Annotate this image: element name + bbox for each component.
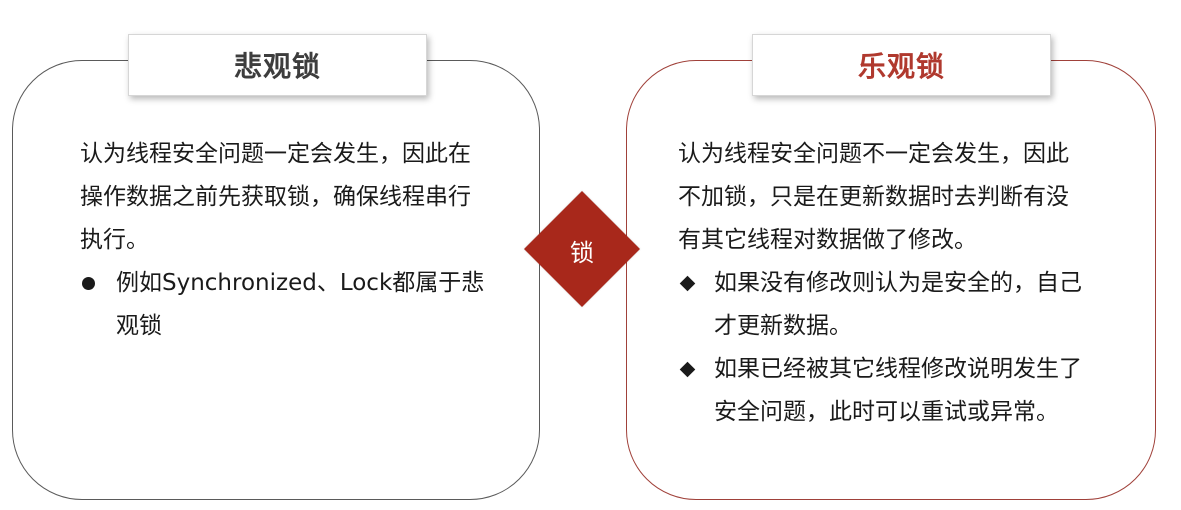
bullet-dot-icon bbox=[82, 277, 95, 290]
lock-diamond-label: 锁 bbox=[570, 238, 594, 267]
optimistic-lock-title: 乐观锁 bbox=[752, 34, 1051, 96]
list-item: 如果已经被其它线程修改说明发生了安全问题，此时可以重试或异常。 bbox=[678, 348, 1098, 434]
pessimistic-lock-bullets: 例如Synchronized、Lock都属于悲观锁 bbox=[80, 262, 490, 348]
optimistic-lock-bullets: 如果没有修改则认为是安全的，自己才更新数据。 如果已经被其它线程修改说明发生了安… bbox=[678, 262, 1098, 434]
pessimistic-lock-title: 悲观锁 bbox=[128, 34, 427, 96]
bullet-diamond-icon bbox=[679, 275, 696, 292]
bullet-diamond-icon bbox=[679, 361, 696, 378]
bullet-text: 如果没有修改则认为是安全的，自己才更新数据。 bbox=[714, 270, 1082, 339]
optimistic-lock-card bbox=[626, 60, 1156, 500]
bullet-text: 例如Synchronized、Lock都属于悲观锁 bbox=[116, 270, 485, 339]
optimistic-lock-description: 认为线程安全问题不一定会发生，因此不加锁，只是在更新数据时去判断有没有其它线程对… bbox=[678, 141, 1069, 253]
list-item: 如果没有修改则认为是安全的，自己才更新数据。 bbox=[678, 262, 1098, 348]
pessimistic-lock-card bbox=[12, 60, 540, 500]
pessimistic-lock-description: 认为线程安全问题一定会发生，因此在操作数据之前先获取锁，确保线程串行执行。 bbox=[80, 141, 471, 253]
bullet-text: 如果已经被其它线程修改说明发生了安全问题，此时可以重试或异常。 bbox=[714, 356, 1082, 425]
list-item: 例如Synchronized、Lock都属于悲观锁 bbox=[80, 262, 490, 348]
